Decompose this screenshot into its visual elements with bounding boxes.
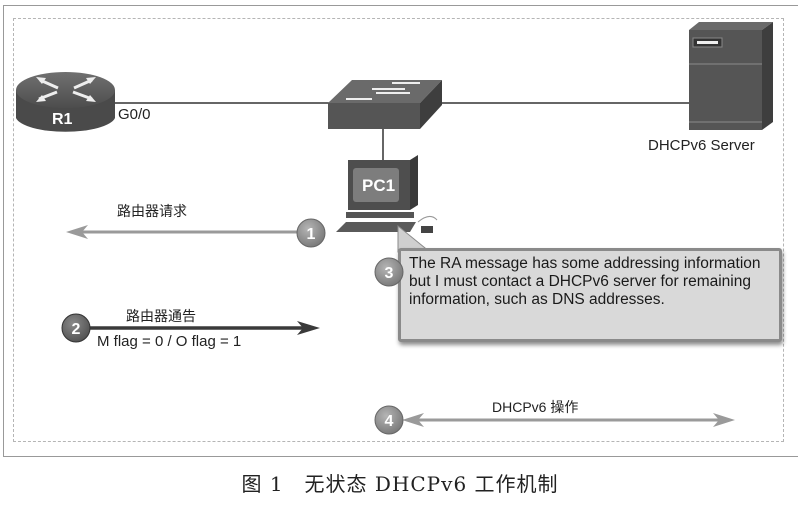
figure-caption: 图 1 无状态 DHCPv6 工作机制 [241,472,559,496]
callout-box: The RA message has some addressing infor… [398,248,782,342]
server-label: DHCPv6 Server [648,137,755,154]
arrow-step-4 [402,413,735,427]
switch-icon [328,80,442,129]
server-icon [689,22,773,130]
callout-text: The RA message has some addressing infor… [409,255,761,308]
arrow-step-1 [66,225,298,239]
step-2-flags: M flag = 0 / O flag = 1 [97,333,242,350]
figure-frame [3,5,798,457]
step-badge-2: 2 [61,313,91,343]
step-4-label: DHCPv6 操作 [492,399,579,415]
step-1-label: 路由器请求 [117,204,187,220]
pc-label: PC1 [362,176,396,195]
svg-text:2: 2 [72,321,81,338]
pc-icon [336,155,438,233]
router-icon [16,72,115,132]
dashed-boundary [13,18,784,442]
svg-text:4: 4 [385,413,394,430]
step-2-label: 路由器通告 [126,309,196,325]
svg-text:1: 1 [307,226,316,243]
step-badge-1: 1 [296,218,326,248]
router-label: R1 [52,111,73,128]
arrow-step-2 [85,321,320,335]
router-interface-label: G0/0 [118,106,151,123]
step-badge-4: 4 [374,405,404,435]
